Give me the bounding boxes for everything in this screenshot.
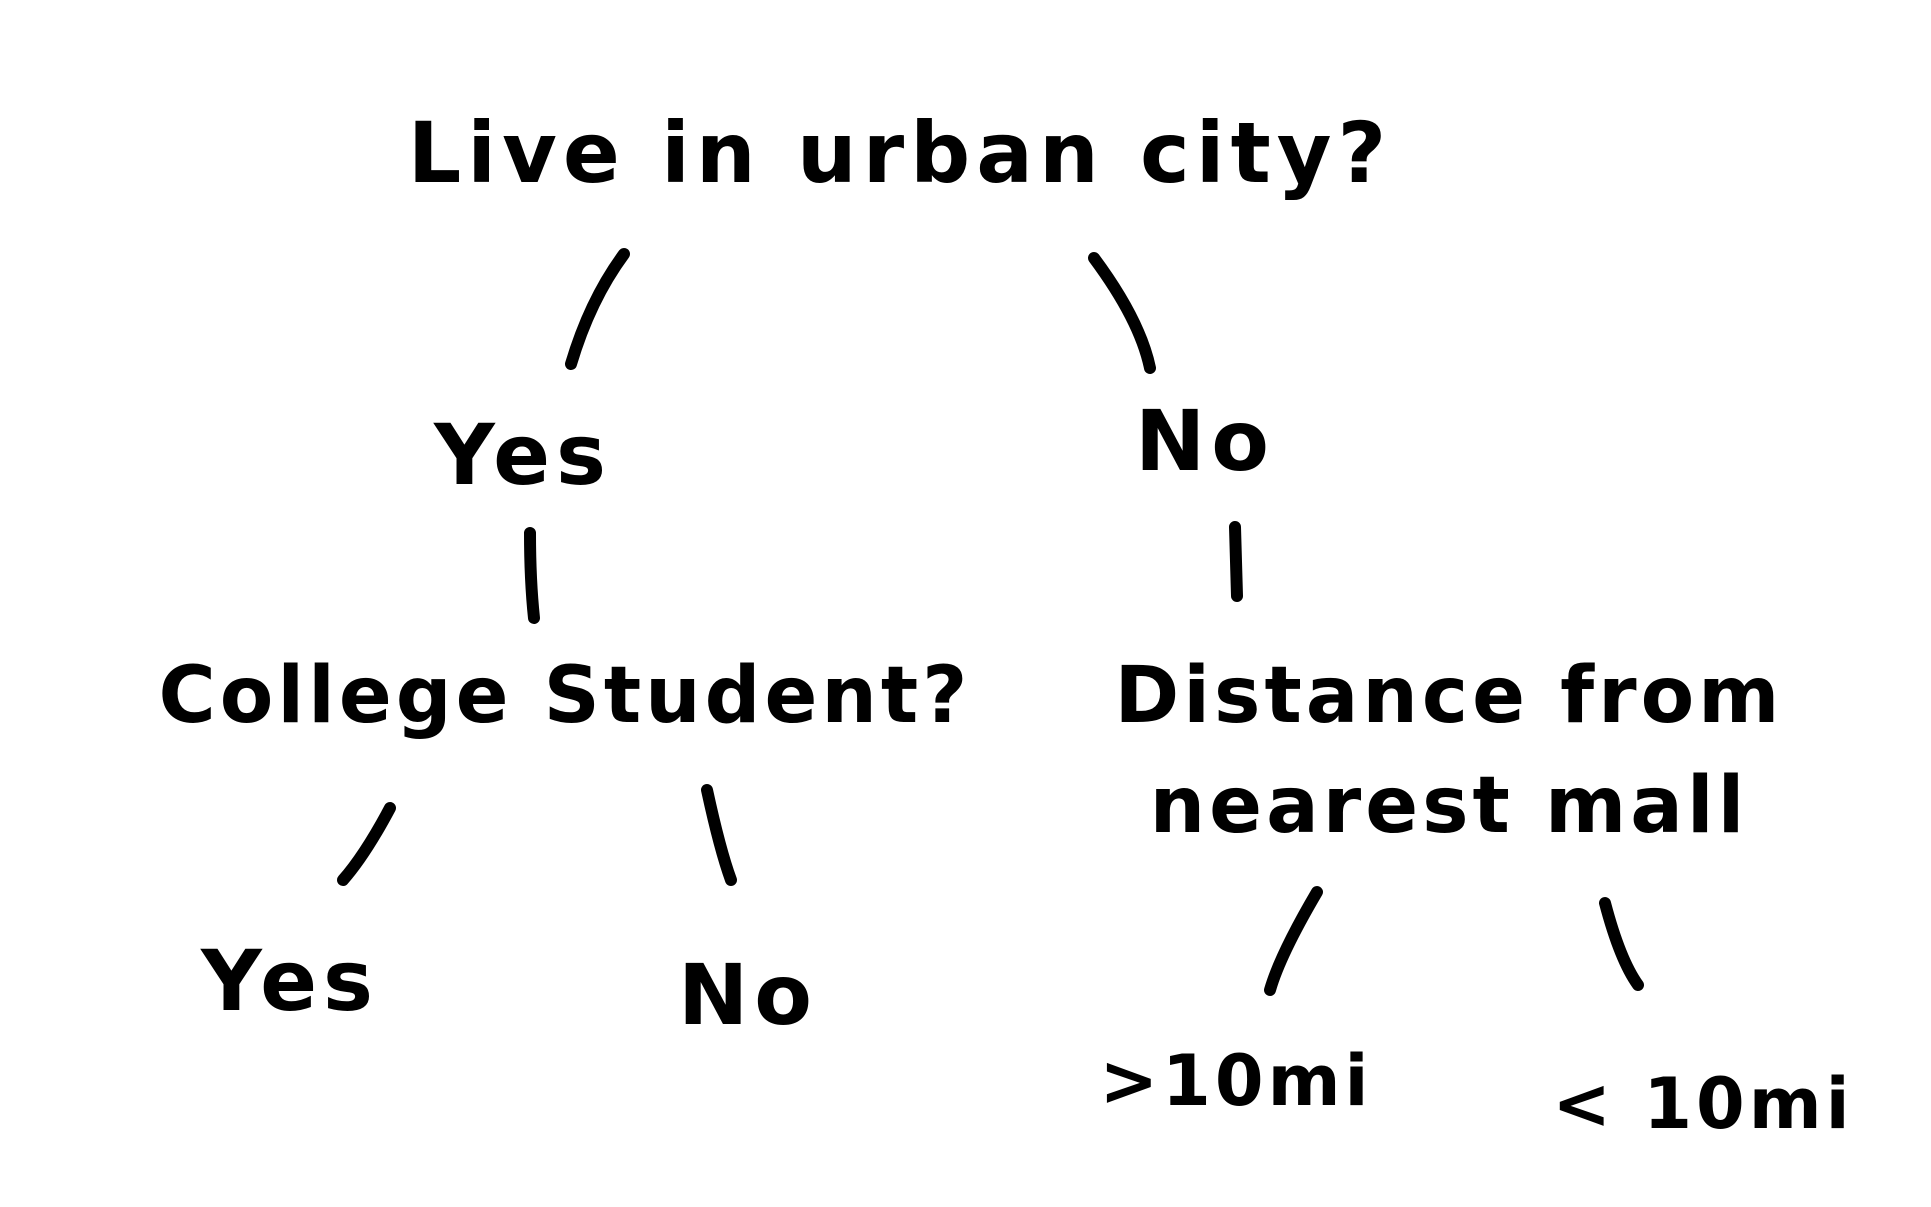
edge-distance-to-more: [1264, 886, 1323, 996]
college-student-question: College Student?: [159, 651, 972, 741]
edge-no-to-distance: [1229, 521, 1243, 602]
edge-root-to-no: [1088, 252, 1156, 374]
edge-college-to-yes: [337, 802, 396, 886]
leaf-college-no: No: [678, 946, 818, 1044]
leaf-distance-more: >10mi: [1100, 1040, 1373, 1122]
leaf-distance-less: < 10mi: [1552, 1063, 1853, 1145]
root-question: Live in urban city?: [408, 104, 1392, 202]
no-branch-label: No: [1135, 392, 1275, 490]
edge-distance-to-less: [1599, 897, 1644, 991]
yes-branch-label: Yes: [433, 406, 612, 504]
distance-question-line1: Distance from: [1115, 651, 1784, 741]
leaf-college-yes: Yes: [200, 932, 379, 1030]
distance-question-line2: nearest mall: [1150, 761, 1749, 851]
edge-yes-to-college: [524, 527, 540, 624]
edge-root-to-yes: [565, 248, 630, 370]
edge-college-to-no: [701, 784, 737, 886]
